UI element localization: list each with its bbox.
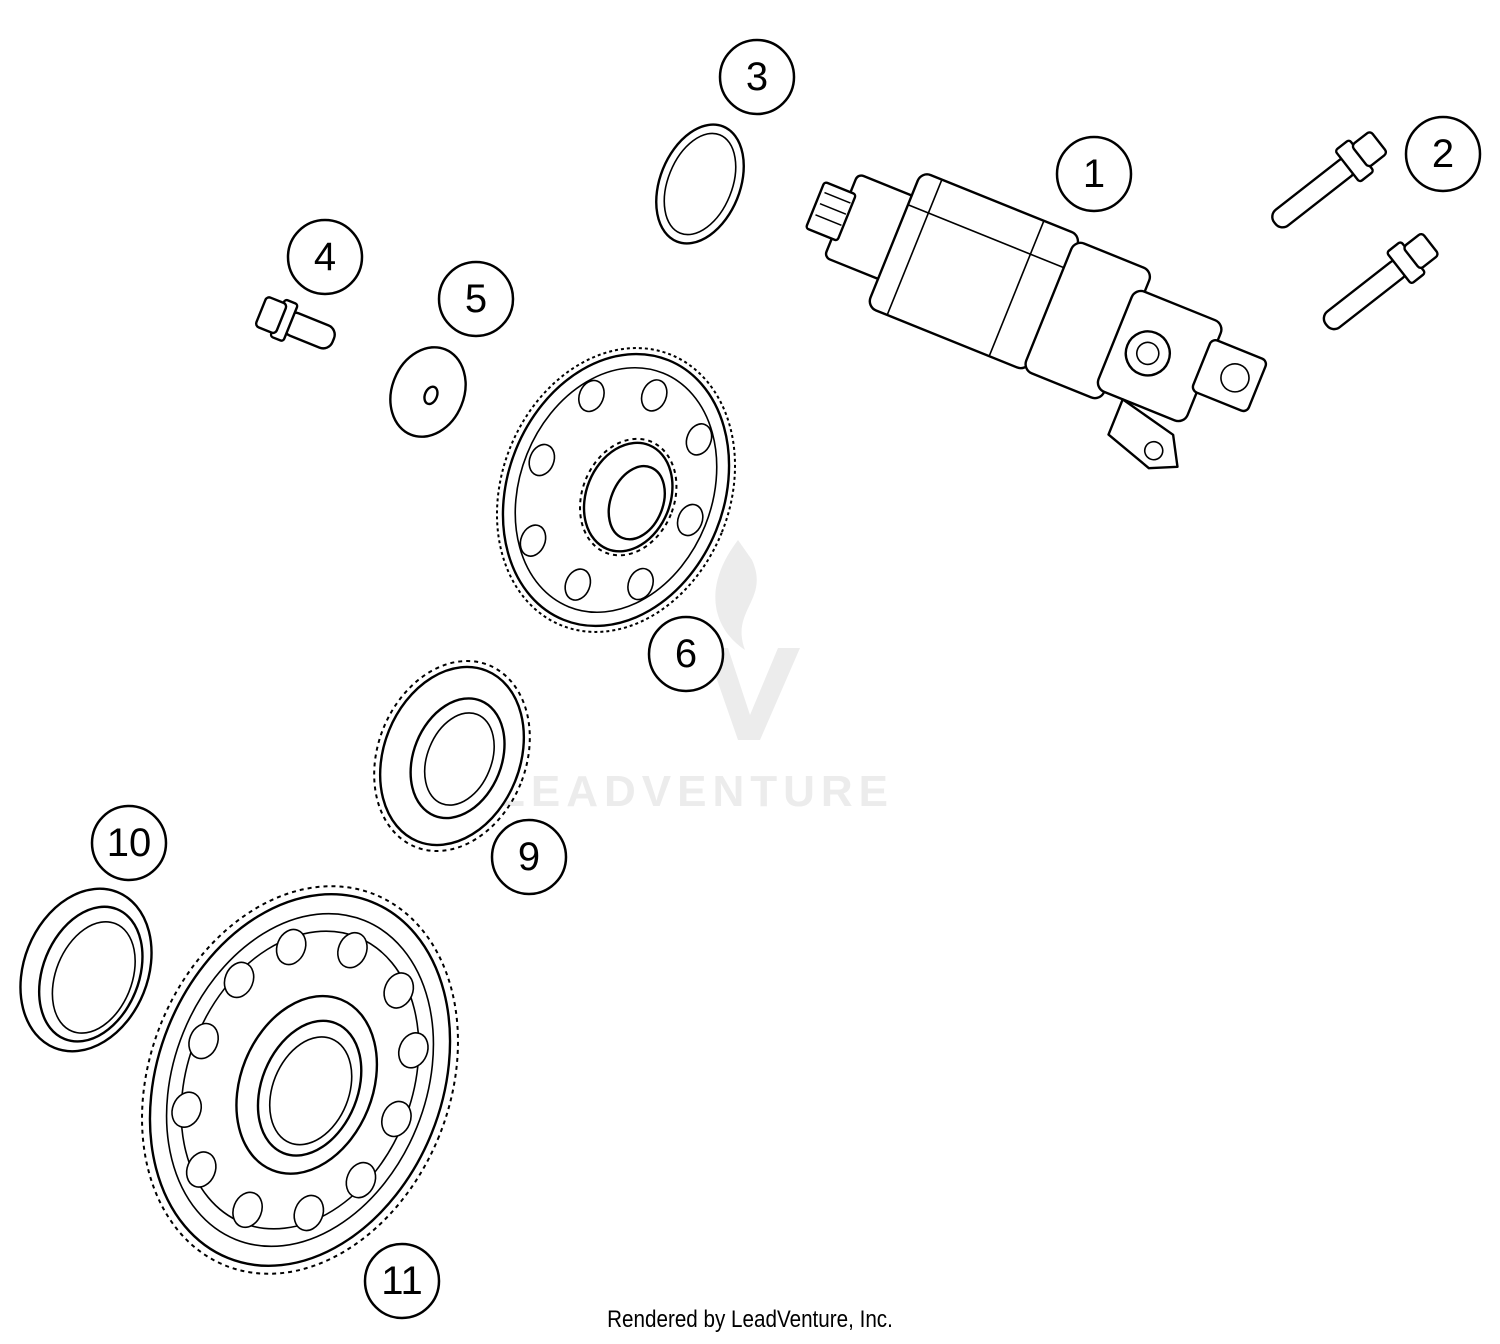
callout-1: 1 bbox=[1055, 135, 1133, 213]
starter-motor bbox=[805, 173, 1268, 470]
seal-ring bbox=[19, 887, 153, 1053]
callout-4: 4 bbox=[286, 218, 364, 296]
callout-10: 10 bbox=[90, 804, 168, 882]
bolt-upper bbox=[1271, 131, 1388, 229]
callout-label: 3 bbox=[746, 55, 768, 99]
callout-3: 3 bbox=[718, 38, 796, 116]
watermark-text: LEADVENTURE bbox=[498, 767, 894, 816]
callout-11: 11 bbox=[363, 1242, 441, 1320]
callout-label: 10 bbox=[107, 821, 152, 865]
freewheel-rollers bbox=[171, 928, 429, 1232]
callout-9: 9 bbox=[490, 818, 568, 896]
leadventure-logo-icon bbox=[706, 540, 800, 740]
small-bolt bbox=[254, 296, 336, 350]
callout-label: 1 bbox=[1083, 152, 1105, 196]
intermediate-gear bbox=[495, 347, 737, 633]
callout-2: 2 bbox=[1404, 115, 1482, 193]
callout-label: 6 bbox=[675, 632, 697, 676]
footer-credit: Rendered by LeadVenture, Inc. bbox=[607, 1306, 893, 1333]
callout-5: 5 bbox=[437, 260, 515, 338]
callout-label: 2 bbox=[1432, 132, 1454, 176]
callout-label: 11 bbox=[381, 1259, 423, 1303]
watermark: LEADVENTURE bbox=[498, 540, 894, 816]
callout-label: 5 bbox=[465, 277, 487, 321]
callout-6: 6 bbox=[647, 615, 725, 693]
freewheel-gear bbox=[141, 885, 459, 1275]
small-gear bbox=[373, 660, 531, 852]
callout-label: 4 bbox=[314, 235, 336, 279]
bolt-lower bbox=[1322, 232, 1439, 331]
o-ring bbox=[655, 123, 745, 245]
washer bbox=[389, 346, 467, 438]
callout-label: 9 bbox=[518, 835, 540, 879]
gear-holes bbox=[519, 379, 713, 601]
